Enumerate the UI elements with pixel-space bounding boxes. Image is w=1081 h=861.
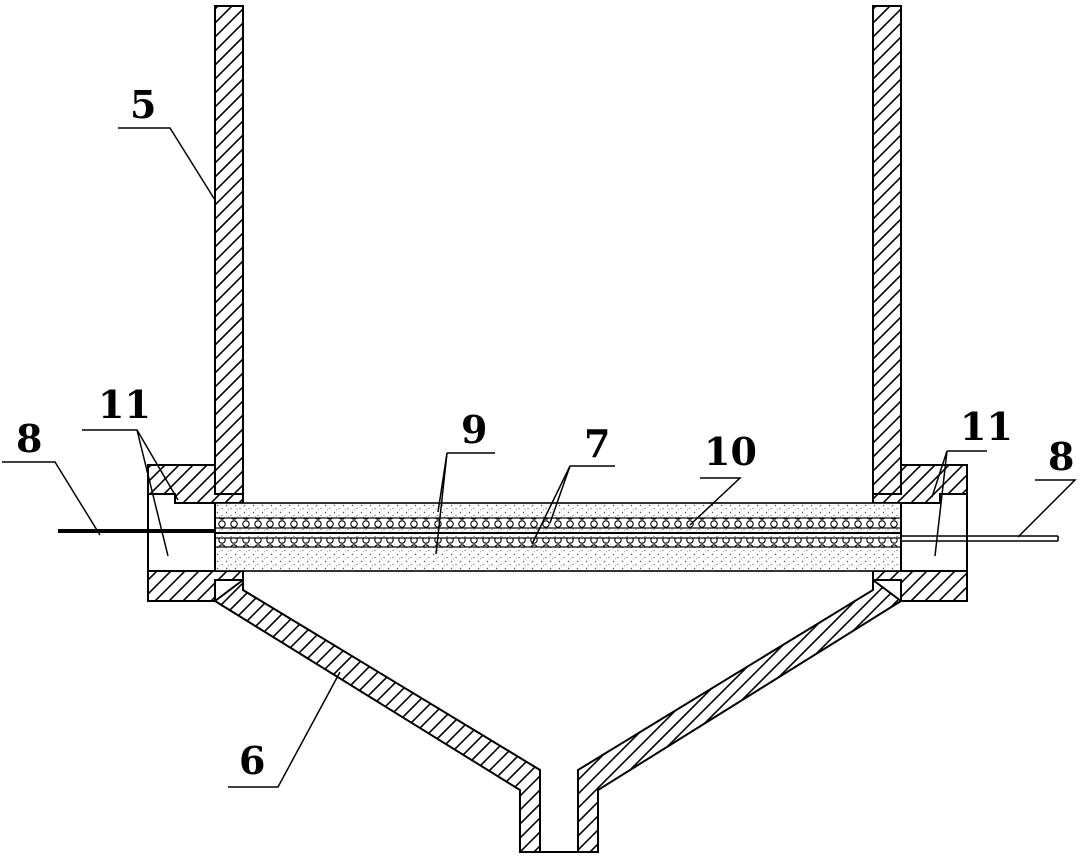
leader-6	[228, 671, 341, 788]
left-cone-wall	[213, 578, 541, 853]
electrode-wire	[58, 529, 1059, 542]
leader-11-right-a	[931, 450, 948, 498]
leader-lines	[2, 127, 1077, 788]
label-10: 10	[704, 429, 757, 474]
leader-10	[689, 477, 742, 526]
leader-7-a	[549, 465, 571, 524]
filter-element	[214, 502, 902, 572]
right-flange	[872, 464, 968, 602]
leader-11-right-b	[934, 450, 948, 557]
right-upper-wall	[872, 5, 902, 495]
label-11-left: 11	[98, 382, 151, 427]
filter-outer-layer	[214, 502, 902, 572]
reference-labels: 5 11 8 9 7 10 11 8 6	[16, 82, 1074, 783]
right-cone-wall	[577, 578, 903, 853]
lower-cone	[213, 578, 903, 853]
leader-9-b	[435, 452, 448, 555]
leader-5	[118, 127, 216, 201]
upper-cylinder	[214, 5, 902, 495]
label-11-right: 11	[960, 404, 1013, 449]
label-5: 5	[130, 82, 156, 127]
leader-7-b	[531, 465, 571, 545]
label-9: 9	[461, 407, 487, 452]
leader-8-right	[1017, 479, 1077, 538]
filter-bead-layer-lower	[214, 537, 902, 548]
label-7: 7	[584, 421, 610, 466]
leader-8-left	[2, 461, 101, 536]
label-8-left: 8	[16, 416, 42, 461]
label-8-right: 8	[1048, 434, 1074, 479]
left-upper-wall	[214, 5, 244, 495]
leader-11-left-b	[136, 429, 169, 557]
label-6: 6	[239, 738, 265, 783]
filter-bead-layer-upper	[214, 517, 902, 529]
left-flange	[147, 464, 244, 602]
